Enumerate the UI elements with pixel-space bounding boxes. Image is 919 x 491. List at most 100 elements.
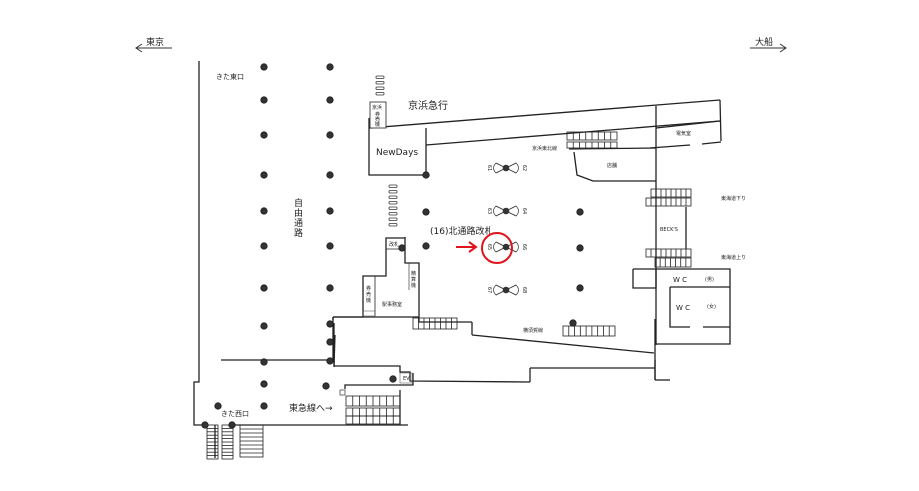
- gate-pillar: [502, 164, 510, 172]
- west-exit-stairs: [206, 424, 264, 460]
- keikyu-ticket-machine: 京浜 券 売 機: [369, 101, 387, 129]
- outer-walls: [193, 61, 731, 458]
- newdays-label: NewDays: [376, 148, 418, 158]
- office-stairs: [412, 317, 458, 330]
- svg-text:由: 由: [294, 207, 303, 219]
- shop-label: 店舗: [607, 162, 617, 169]
- highlight-label: (16)北通路改札: [430, 225, 493, 237]
- tokyu-label: 東急線へ→: [289, 402, 333, 414]
- highlight-gate: (16)北通路改札: [430, 225, 513, 264]
- pillar: [576, 208, 584, 216]
- svg-text:売: 売: [366, 291, 371, 298]
- ticket-gate: 67 68: [486, 284, 527, 296]
- north-east-exit-label: きた東口: [216, 72, 244, 81]
- bollard: [375, 86, 385, 90]
- gate-number-left: 67: [486, 287, 492, 293]
- tokaido-up-label: 東海道上り: [721, 254, 746, 261]
- bollards: [375, 75, 398, 227]
- pillar: [260, 207, 268, 215]
- direction-ofuna: 大船: [750, 36, 787, 53]
- wc-female-label: W C: [676, 304, 690, 312]
- pillar: [260, 96, 268, 104]
- gate-number-left: 61: [486, 165, 492, 171]
- gate-number-right: 64: [521, 208, 527, 214]
- pillar: [326, 284, 334, 292]
- pillar: [260, 380, 268, 388]
- pillar: [422, 171, 430, 179]
- ticket-machine-box: 券 売 機: [362, 276, 376, 317]
- svg-text:自: 自: [294, 197, 303, 209]
- pillar: [326, 320, 334, 328]
- pillar: [422, 208, 430, 216]
- gate-number-right: 68: [521, 287, 527, 293]
- pillar: [260, 322, 268, 330]
- pillar: [576, 284, 584, 292]
- gate-pillar: [502, 207, 510, 215]
- bollard: [388, 212, 398, 216]
- pillar: [326, 357, 334, 365]
- ticket-gate: 63 64: [486, 205, 527, 217]
- svg-text:券: 券: [375, 111, 380, 118]
- pillar: [228, 421, 236, 429]
- pillar: [201, 421, 209, 429]
- svg-text:売: 売: [375, 116, 380, 123]
- gate-number-left: 65: [486, 244, 492, 250]
- bollard: [375, 75, 385, 79]
- pillar: [398, 244, 406, 252]
- svg-text:通: 通: [294, 218, 303, 229]
- electric-room-label: 電気室: [676, 130, 691, 137]
- gate-pillar: [502, 286, 510, 294]
- pillar: [422, 242, 430, 250]
- tokyu-stairs: [339, 389, 401, 425]
- free-passage-label: 自 由 通 路: [294, 197, 303, 239]
- gate-number-right: 66: [521, 244, 527, 250]
- pillar: [260, 402, 268, 410]
- gate-number-left: 63: [486, 208, 492, 214]
- ticket-gate: 65 66: [486, 241, 527, 253]
- svg-text:精: 精: [411, 270, 416, 277]
- bollard: [375, 92, 385, 96]
- wc-male-tag: (男): [705, 277, 714, 283]
- gate-number-right: 62: [521, 165, 527, 171]
- yokosuka-stairs: [562, 325, 616, 337]
- pillar: [260, 242, 268, 250]
- bollard: [388, 184, 398, 188]
- pillar: [260, 284, 268, 292]
- pillar: [326, 338, 334, 346]
- ev-label: EV: [403, 376, 410, 382]
- pillar: [326, 207, 334, 215]
- pillar: [260, 63, 268, 71]
- gate-pillar: [502, 243, 510, 251]
- tokaido-down-stairs: [645, 188, 692, 207]
- keihin-tohoku-stairs: [566, 131, 618, 149]
- pillar: [326, 242, 334, 250]
- svg-text:機: 機: [411, 282, 416, 289]
- wc-male-label: W C: [673, 276, 687, 284]
- fare-adjust-box: 精 算 機: [408, 263, 416, 290]
- svg-text:機: 機: [375, 121, 380, 128]
- pillar: [326, 63, 334, 71]
- highlight-circle: [481, 232, 513, 264]
- keikyu-ticket-label: 京浜: [372, 104, 382, 111]
- pillar: [322, 382, 330, 390]
- direction-right-label: 大船: [755, 36, 773, 48]
- tokaido-down-label: 東海道下り: [721, 195, 746, 202]
- station-office-label: 駅事務室: [382, 301, 402, 308]
- keikyu-label: 京浜急行: [408, 99, 448, 112]
- direction-left-label: 東京: [146, 36, 164, 48]
- bollard: [388, 190, 398, 194]
- pillar: [389, 375, 397, 383]
- pillar: [326, 96, 334, 104]
- wc-female-tag: (女): [707, 303, 716, 310]
- bollard: [388, 201, 398, 205]
- svg-text:券: 券: [366, 285, 371, 292]
- pillar: [260, 131, 268, 139]
- pillar: [260, 358, 268, 366]
- bollard: [388, 206, 398, 210]
- pillar: [326, 171, 334, 179]
- keihin-tohoku-label: 京浜東北線: [532, 145, 557, 152]
- svg-text:算: 算: [411, 276, 416, 283]
- pillar: [569, 319, 577, 327]
- yokosuka-label: 横須賀線: [523, 327, 543, 334]
- bollard: [388, 223, 398, 227]
